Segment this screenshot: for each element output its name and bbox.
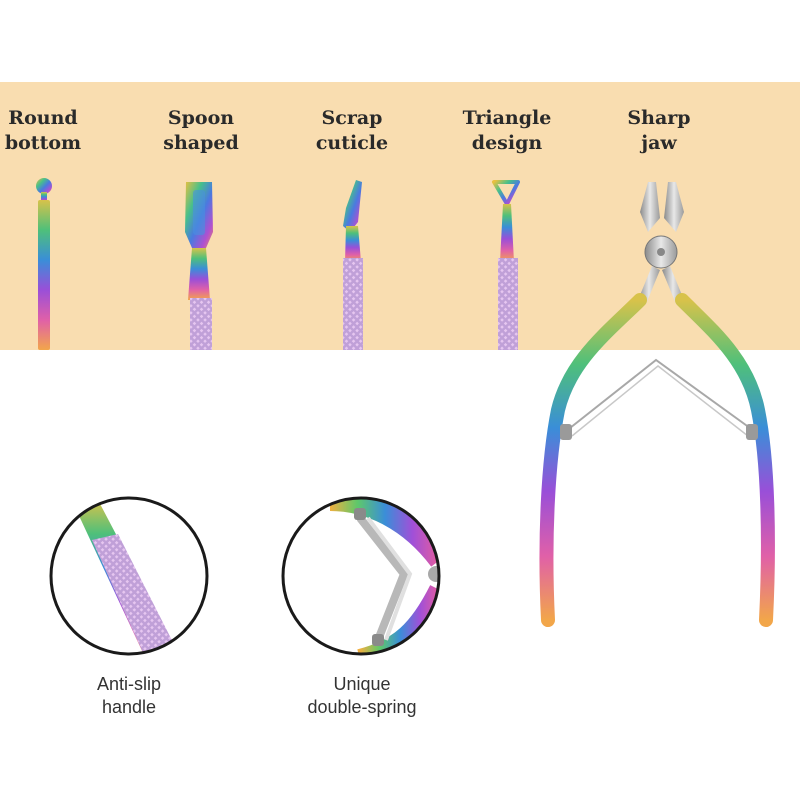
double-spring-detail [281, 496, 441, 656]
spoon-shaped-tool [185, 182, 213, 350]
anti-slip-handle-detail [49, 496, 209, 656]
scrap-cuticle-tool [343, 180, 363, 350]
round-bottom-tool [36, 178, 52, 350]
cuticle-nipper [539, 182, 775, 627]
ball-tip [36, 178, 52, 194]
triangle-design-tool [492, 180, 520, 350]
